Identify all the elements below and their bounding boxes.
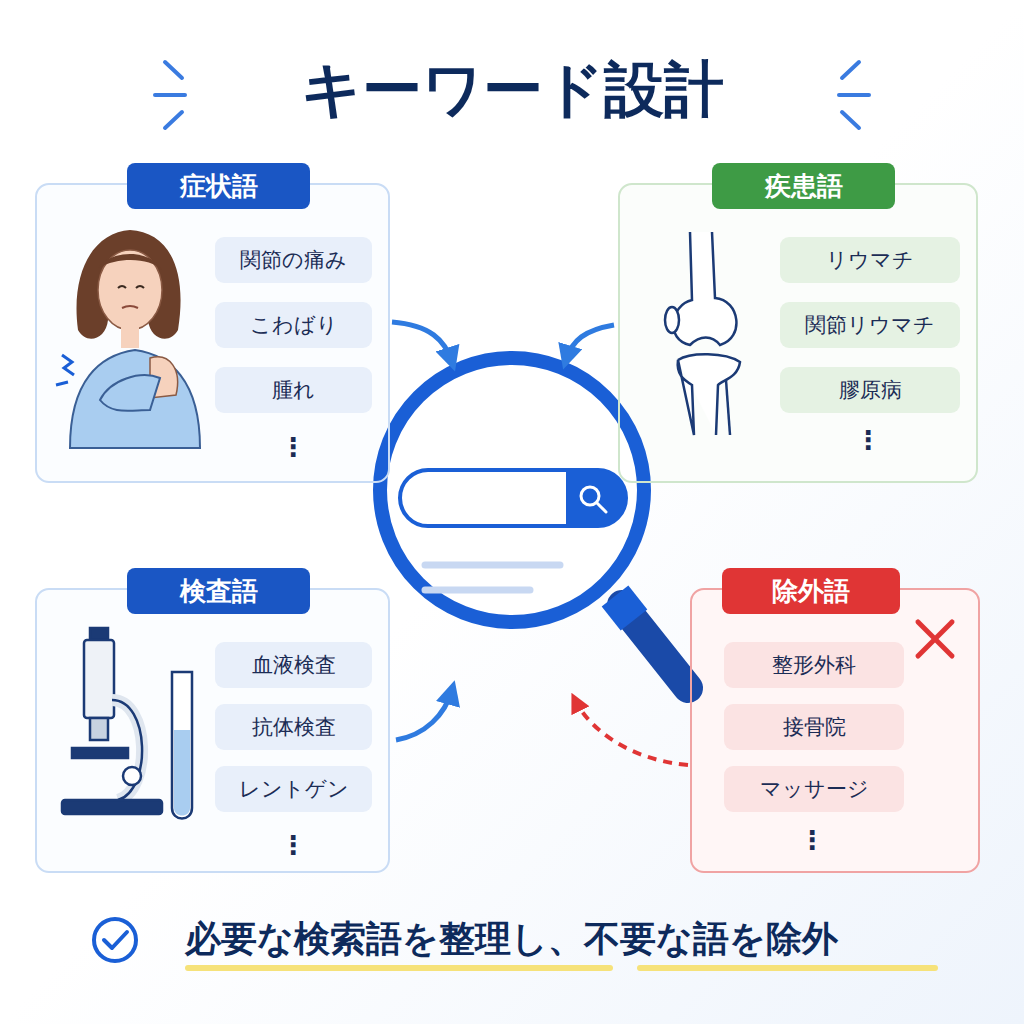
- keyword-text: 抗体検査: [252, 713, 336, 741]
- keyword-text: 腫れ: [272, 376, 315, 404]
- caption: 必要な検索語を整理し、不要な語を除外: [185, 915, 838, 964]
- keyword-pill: 接骨院: [724, 704, 904, 750]
- keyword-text: リウマチ: [826, 246, 914, 274]
- more-marker: ⋮: [280, 830, 306, 860]
- magnifier-illustration: [380, 358, 688, 688]
- keyword-pill: リウマチ: [780, 237, 960, 283]
- knee-bone-illustration: [665, 232, 740, 435]
- keyword-pill: 整形外科: [724, 642, 904, 688]
- more-marker: ⋮: [799, 825, 825, 855]
- keyword-text: マッサージ: [760, 775, 869, 803]
- title: キーワード設計: [0, 50, 1024, 131]
- panel-ground: [35, 588, 390, 873]
- panel-heading: 症状語: [127, 163, 310, 209]
- keyword-pill: 抗体検査: [215, 704, 372, 750]
- keyword-pill: 関節リウマチ: [780, 302, 960, 348]
- keyword-text: こわばり: [250, 311, 338, 339]
- keyword-text: 膠原病: [839, 376, 902, 404]
- keyword-pill: マッサージ: [724, 766, 904, 812]
- keyword-pill: レントゲン: [215, 766, 372, 812]
- exclude-cross: [918, 622, 952, 656]
- more-marker: ⋮: [280, 432, 306, 462]
- panel-ground: [618, 183, 978, 483]
- keyword-panel: 症状語関節の痛みこわばり腫れ: [35, 183, 390, 483]
- keyword-pill: 膠原病: [780, 367, 960, 413]
- keyword-pill: 腫れ: [215, 367, 372, 413]
- keyword-pill: こわばり: [215, 302, 372, 348]
- keyword-text: 接骨院: [783, 713, 846, 741]
- check-mark: [94, 919, 136, 961]
- keyword-panel: 除外語整形外科接骨院マッサージ: [690, 588, 980, 873]
- keyword-text: 血液検査: [252, 651, 336, 679]
- keyword-text: 整形外科: [772, 651, 856, 679]
- panel-heading: 検査語: [127, 568, 310, 614]
- more-marker: ⋮: [855, 425, 881, 455]
- panel-heading: 除外語: [722, 568, 900, 614]
- microscope-illustration: [62, 628, 192, 819]
- keyword-pill: 血液検査: [215, 642, 372, 688]
- keyword-text: レントゲン: [239, 775, 349, 803]
- keyword-text: 関節リウマチ: [805, 311, 935, 339]
- keyword-pill: 関節の痛み: [215, 237, 372, 283]
- keyword-panel: 検査語血液検査抗体検査レントゲン: [35, 588, 390, 873]
- keyword-text: 関節の痛み: [240, 246, 347, 274]
- panel-heading: 疾患語: [712, 163, 895, 209]
- woman-illustration: [56, 230, 200, 448]
- panel-ground: [690, 588, 980, 873]
- flow-arrows: [392, 322, 688, 765]
- panel-ground: [35, 183, 390, 483]
- caption-underline: [188, 965, 935, 971]
- keyword-panel: 疾患語リウマチ関節リウマチ膠原病: [618, 183, 978, 483]
